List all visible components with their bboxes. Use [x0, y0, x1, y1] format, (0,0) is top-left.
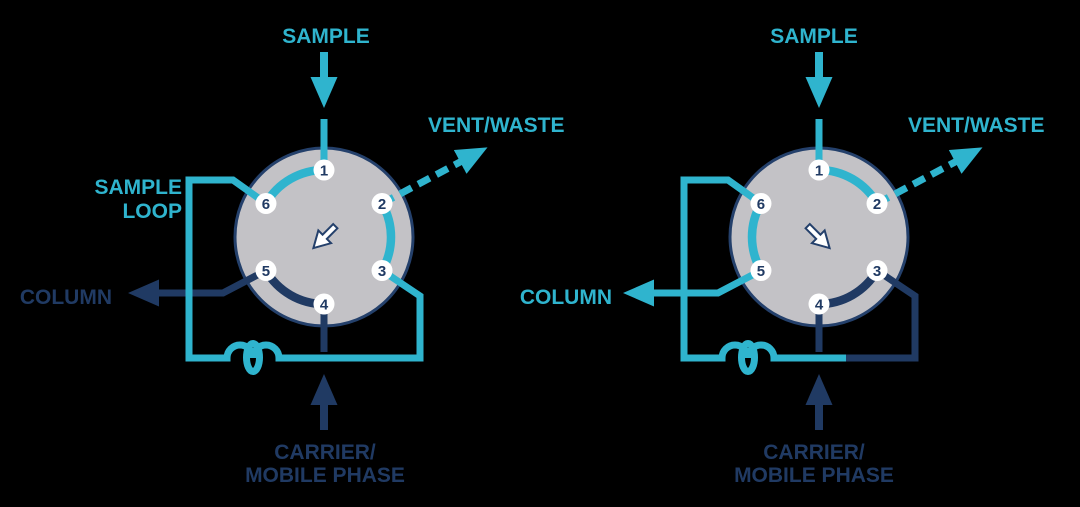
vent-waste-arrow [380, 147, 488, 207]
vent-waste-arrow [875, 147, 983, 207]
sample-loop-label-line1: SAMPLE [94, 176, 182, 199]
sample-label: SAMPLE [770, 25, 858, 48]
sample-loop-coil [243, 340, 263, 375]
port-number-4: 4 [815, 297, 824, 314]
port-number-6: 6 [262, 196, 270, 213]
port-6 [255, 193, 277, 214]
port-1 [313, 159, 335, 181]
port-number-5: 5 [757, 263, 765, 280]
column-line [128, 267, 268, 307]
port-number-3: 3 [378, 263, 386, 280]
rotor-arrow [311, 222, 339, 250]
carrier-label-line1: CARRIER/ [763, 441, 865, 464]
column-label: COLUMN [20, 286, 112, 309]
vent-waste-label: VENT/WASTE [908, 114, 1045, 137]
carrier-label-line1: CARRIER/ [274, 441, 376, 464]
port-number-2: 2 [873, 196, 881, 213]
vent-waste-label: VENT/WASTE [428, 114, 565, 137]
port-3 [866, 260, 888, 281]
sample-loop-line [185, 176, 424, 362]
sample-loop-line [680, 176, 846, 362]
port-2 [371, 193, 393, 214]
port-number-4: 4 [320, 297, 329, 314]
sample-loop-coil [738, 340, 758, 375]
port-2 [866, 193, 888, 214]
port-4 [313, 293, 335, 315]
port-number-6: 6 [757, 196, 765, 213]
carrier-label-line2: MOBILE PHASE [734, 464, 894, 487]
sample-loop-label-line2: LOOP [122, 200, 182, 223]
sample-label: SAMPLE [282, 25, 370, 48]
port-number-3: 3 [873, 263, 881, 280]
column-line [623, 267, 763, 307]
port-3 [371, 260, 393, 281]
port-4 [808, 293, 830, 315]
sample-loop-line-carrier-side [846, 267, 919, 362]
port-5 [255, 260, 277, 281]
port-number-1: 1 [815, 163, 823, 180]
carrier-label-line2: MOBILE PHASE [245, 464, 405, 487]
rotor-arrow [804, 222, 832, 250]
port-number-1: 1 [320, 163, 328, 180]
port-number-2: 2 [378, 196, 386, 213]
port-number-5: 5 [262, 263, 270, 280]
port-5 [750, 260, 772, 281]
valve-inject-position: 1 2 3 4 5 6 SAMPLE VENT/WASTE COLUMN CARRIER/MOBI… [520, 25, 1045, 487]
port-6 [750, 193, 772, 214]
valve-load-position: 123456SAMPLEVENT/WASTESAMPLELOOPCOLUMNCA… [20, 25, 565, 487]
column-label: COLUMN [520, 286, 612, 309]
port-1 [808, 159, 830, 181]
